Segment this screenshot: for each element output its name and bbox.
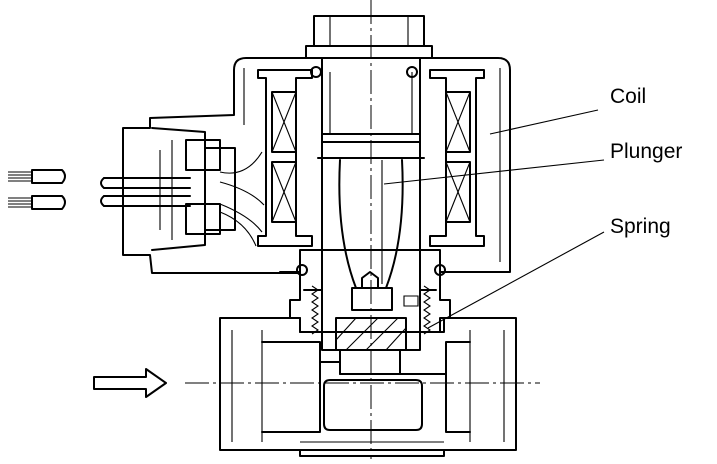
coil-housing xyxy=(122,57,511,274)
spring-leader-line xyxy=(427,231,605,329)
plunger-leader-line xyxy=(383,159,605,185)
plunger xyxy=(317,157,425,311)
valve-body xyxy=(219,317,517,457)
wire-ends-icon xyxy=(8,169,66,210)
armature-tube xyxy=(321,57,421,301)
top-nut xyxy=(305,15,433,59)
wire-bundle xyxy=(8,151,265,247)
coil-leader-line xyxy=(489,109,599,135)
cable-connector xyxy=(151,127,236,251)
spring-label: Spring xyxy=(610,215,671,238)
spring-left xyxy=(296,264,319,335)
coil-winding-left xyxy=(257,66,322,247)
coil-label: Coil xyxy=(610,85,646,108)
coil-winding-right xyxy=(406,66,485,247)
plunger-label: Plunger xyxy=(610,140,682,163)
flow-direction-arrow xyxy=(93,368,167,398)
